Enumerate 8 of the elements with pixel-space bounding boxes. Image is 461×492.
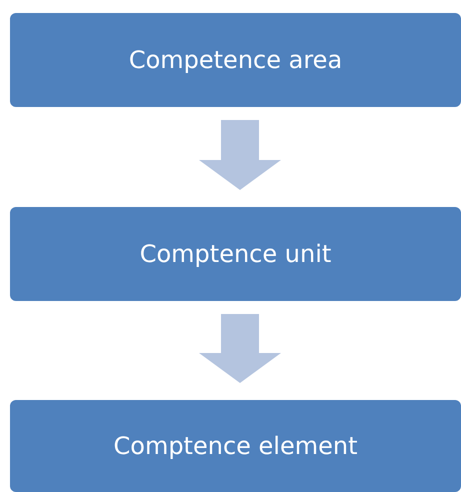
process-box bbox=[10, 13, 461, 107]
process-box bbox=[10, 207, 461, 301]
block-arrow bbox=[199, 314, 281, 383]
box-label: Comptence element bbox=[114, 431, 358, 462]
box-label: Comptence unit bbox=[140, 239, 332, 270]
process-box bbox=[10, 400, 461, 492]
block-arrow bbox=[199, 120, 281, 190]
box-label: Competence area bbox=[128, 45, 342, 76]
